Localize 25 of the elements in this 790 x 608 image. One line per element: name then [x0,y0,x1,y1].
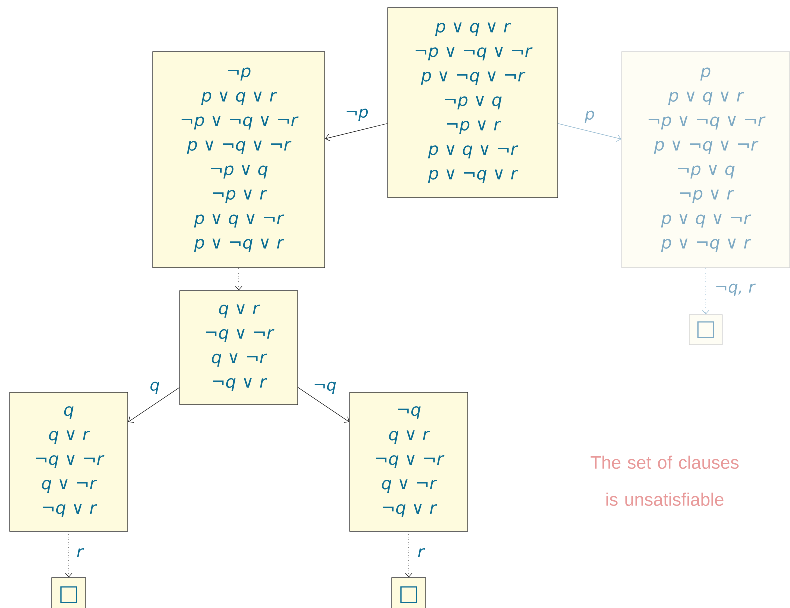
note: The set of clauses is unsatisfiable [590,456,739,506]
arrow [558,124,622,142]
arrow [128,388,180,423]
leaf-box: □ [392,578,426,608]
arrow [405,532,413,578]
arrow [298,388,350,423]
arrow [325,123,388,142]
edge-label: ¬q [312,380,338,396]
edge-label: ¬p [344,108,370,122]
clause-box: q ∨ r ¬q ∨ ¬r q ∨ ¬r ¬q ∨ r [180,290,298,406]
clause-box: ¬p p ∨ q ∨ r ¬p ∨ ¬q ∨ ¬r p ∨ ¬q ∨ ¬r ¬p ∨ q ¬p ∨ r p ∨ q ∨ ¬r p ∨ ¬q ∨ r [152,52,326,268]
edge-label: r [76,548,84,558]
arrow [702,268,710,315]
edge-label: p [584,110,596,124]
edge-label: q [148,380,162,396]
edge-label: ¬q, r [714,282,756,298]
clause-box: p ∨ q ∨ r ¬p ∨ ¬q ∨ ¬r p ∨ ¬q ∨ ¬r ¬p ∨ q ¬p ∨ r p ∨ q ∨ ¬r p ∨ ¬q ∨ r [388,8,558,198]
edge-label: r [416,548,426,558]
leaf-box: □ [689,314,723,346]
arrow [235,268,243,291]
clause-box: ¬q q ∨ r ¬q ∨ ¬r q ∨ ¬r ¬q ∨ r [350,392,468,532]
clause-box: q q ∨ r ¬q ∨ ¬r q ∨ ¬r ¬q ∨ r [10,392,128,532]
leaf-box: □ [52,578,86,608]
clause-box: p p ∨ q ∨ r ¬p ∨ ¬q ∨ ¬r p ∨ ¬q ∨ ¬r ¬p ∨ q ¬p ∨ r p ∨ q ∨ ¬r p ∨ ¬q ∨ r [622,52,790,268]
arrow [65,532,73,578]
